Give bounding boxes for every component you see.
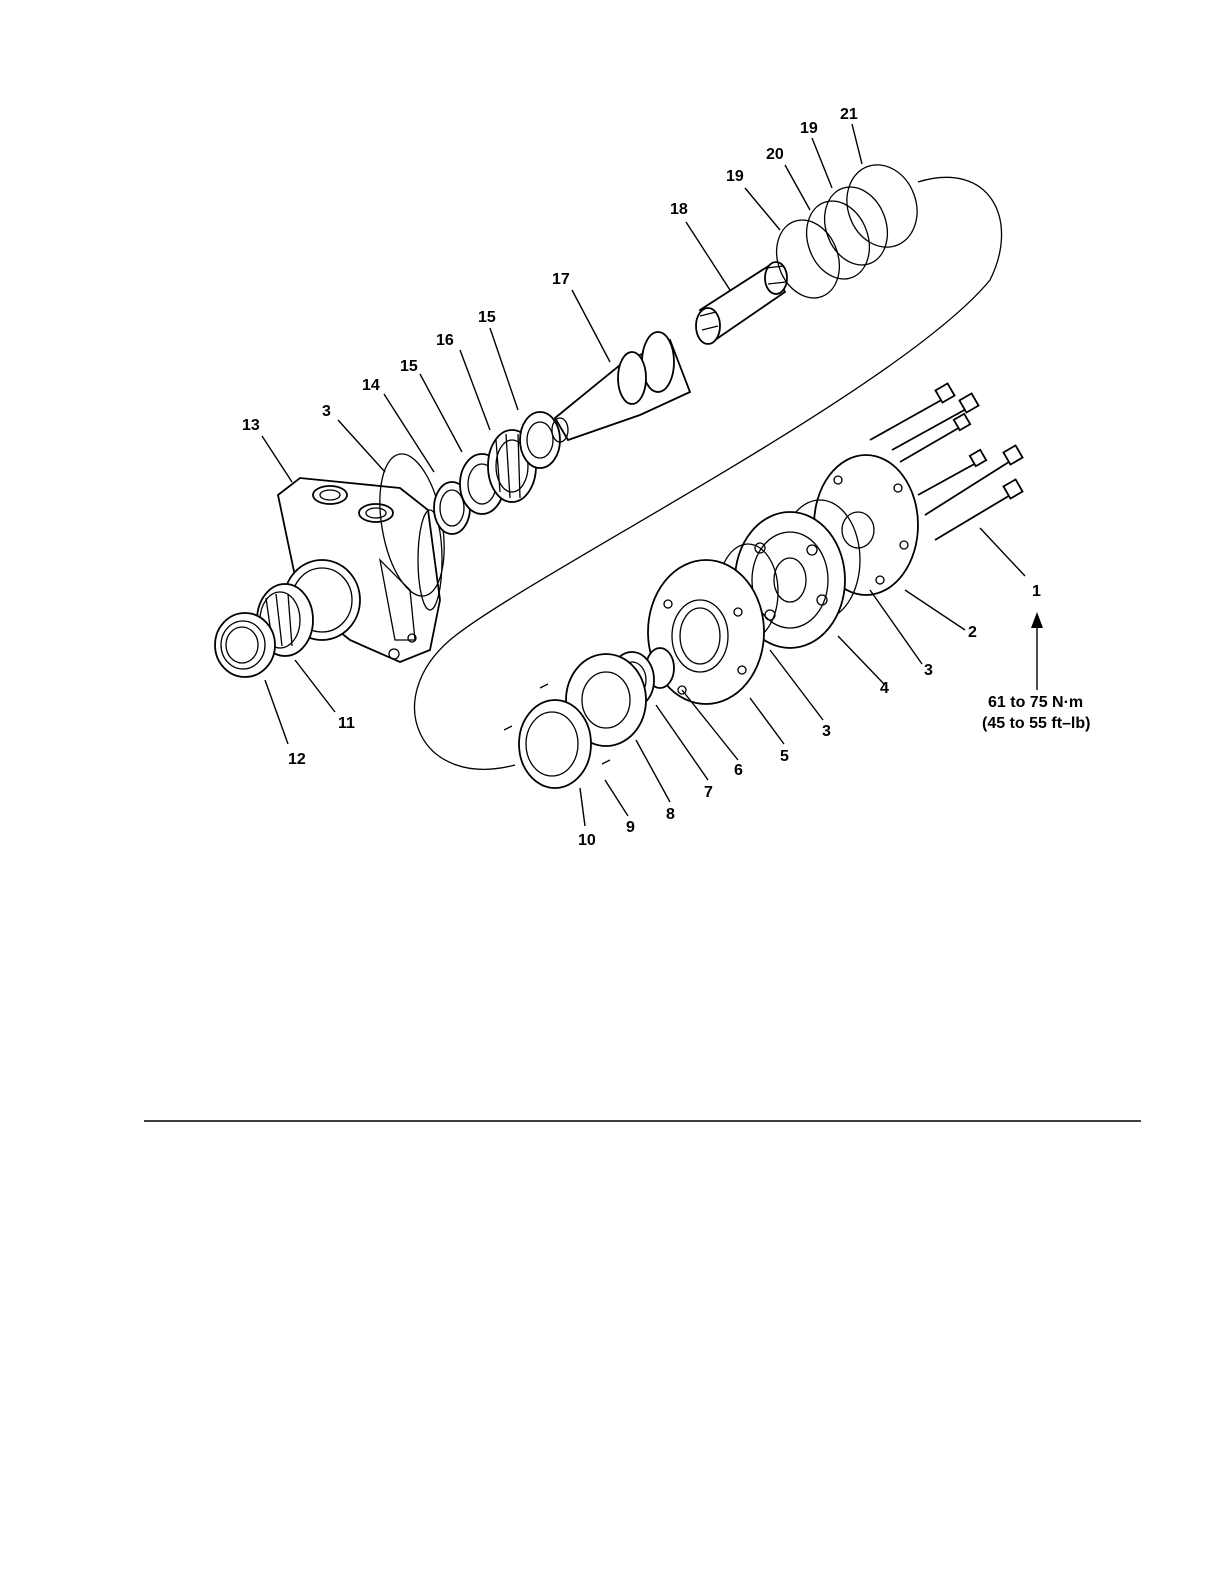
callout-15-lower: 15 bbox=[400, 358, 418, 375]
thrust-washer-part-15-upper bbox=[520, 412, 560, 468]
callout-17: 17 bbox=[552, 271, 570, 288]
callout-16: 16 bbox=[436, 332, 454, 349]
callout-3-housing: 3 bbox=[322, 403, 331, 420]
callout-12: 12 bbox=[288, 751, 306, 768]
callout-19-upper: 19 bbox=[800, 120, 818, 137]
callout-1: 1 bbox=[1032, 583, 1041, 600]
callout-labels: 1 2 3 3 3 4 5 6 7 8 9 10 11 12 13 14 15 … bbox=[242, 106, 1090, 849]
callout-3-middle: 3 bbox=[822, 723, 831, 740]
seal-ring-part-19-b bbox=[814, 178, 898, 274]
torque-arrow bbox=[1031, 612, 1043, 690]
callout-21: 21 bbox=[840, 106, 858, 123]
output-shaft-part-17 bbox=[552, 332, 690, 442]
seal-ring-part-21 bbox=[836, 155, 929, 257]
callout-20: 20 bbox=[766, 146, 784, 163]
callout-15-upper: 15 bbox=[478, 309, 496, 326]
torque-spec-imperial: (45 to 55 ft–lb) bbox=[982, 715, 1090, 732]
callout-18: 18 bbox=[670, 201, 688, 218]
torque-spec-metric: 61 to 75 N·m bbox=[988, 694, 1083, 711]
callout-19-lower: 19 bbox=[726, 168, 744, 185]
leader-lines bbox=[262, 124, 1025, 826]
callout-4: 4 bbox=[880, 680, 889, 697]
balance-plate-part-10 bbox=[519, 700, 591, 788]
callout-8: 8 bbox=[666, 806, 675, 823]
shaft-seal-part-12 bbox=[215, 613, 275, 677]
callout-2: 2 bbox=[968, 624, 977, 641]
drive-link-part-18 bbox=[696, 262, 787, 344]
callout-11: 11 bbox=[338, 715, 355, 732]
callout-14: 14 bbox=[362, 377, 380, 394]
callout-13: 13 bbox=[242, 417, 260, 434]
callout-5: 5 bbox=[780, 748, 789, 765]
callout-3-right: 3 bbox=[924, 662, 933, 679]
callout-7: 7 bbox=[704, 784, 713, 801]
callout-6: 6 bbox=[734, 762, 743, 779]
callout-9: 9 bbox=[626, 819, 635, 836]
callout-10: 10 bbox=[578, 832, 596, 849]
